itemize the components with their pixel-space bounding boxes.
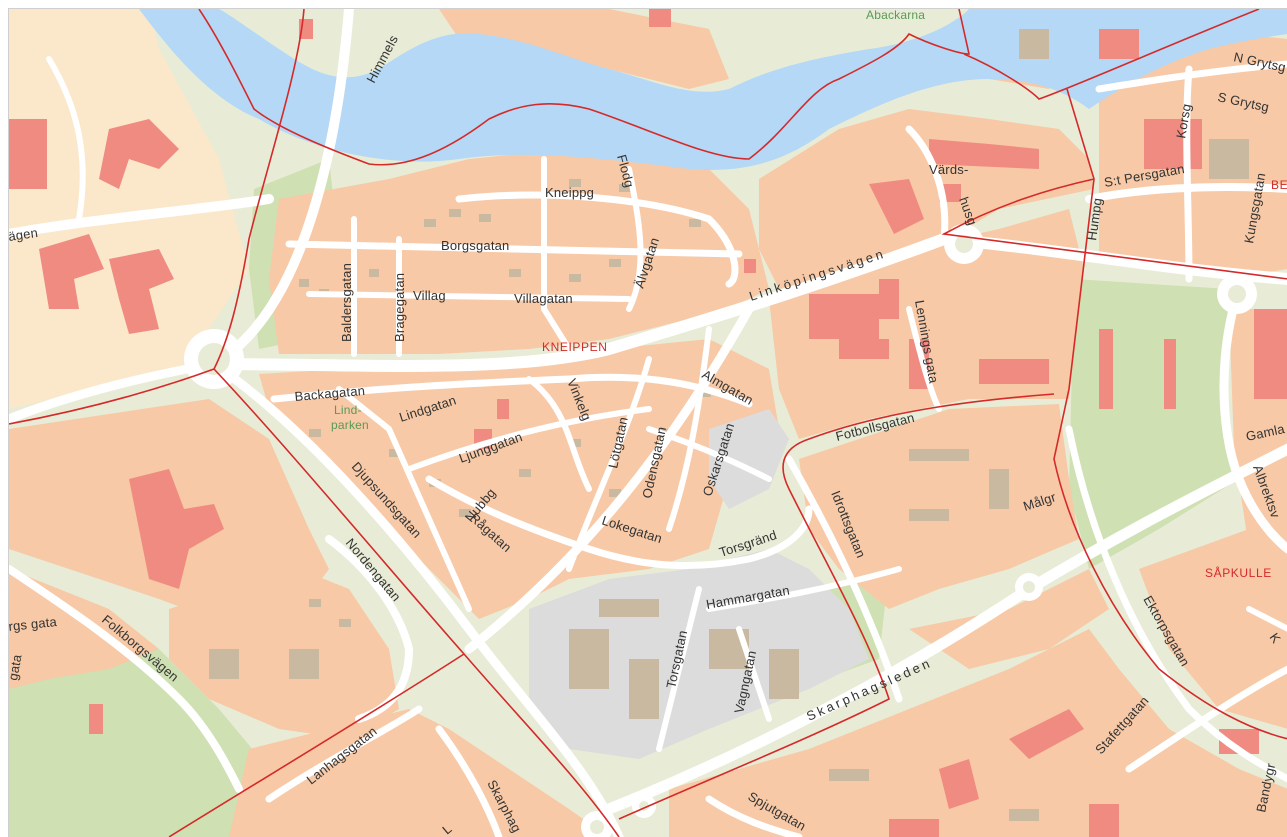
street-label-kneippg: Kneippg [545, 185, 594, 200]
street-label-bragegatan: Bragegatan [392, 273, 407, 342]
map-view[interactable]: KNEIPPEN SÅPKULLE BE Lind- parken Abacka… [8, 8, 1287, 837]
street-label-korsg: Korsg [1173, 102, 1194, 139]
park-bottom-left [9, 649, 269, 837]
park-label-parken: parken [331, 418, 369, 432]
roundabouts [184, 224, 1257, 837]
river [139, 9, 1287, 170]
area-label-abackarna: Abackarna [866, 9, 925, 22]
area-label-sapkullen: SÅPKULLE [1205, 565, 1272, 580]
street-label-vagen-left: ägen [9, 225, 39, 244]
street-label-backagatan: Backagatan [294, 383, 366, 404]
street-label-humpg: Humpg [1084, 197, 1105, 242]
district-boundaries [9, 9, 1287, 837]
street-label-vards: Värds- [929, 162, 969, 177]
area-label-be: BE [1271, 178, 1287, 192]
street-label-baldersgatan: Baldersgatan [339, 263, 354, 342]
area-label-kneippen: KNEIPPEN [542, 340, 608, 354]
street-label-gata: gata [9, 653, 25, 682]
street-label-villagatan: Villagatan [514, 291, 573, 306]
street-label-borgsgatan: Borgsgatan [441, 238, 510, 253]
street-label-villag: Villag [413, 288, 446, 303]
street-label-rgs-gata: rgs gata [9, 614, 58, 634]
park-label-lind: Lind- [334, 403, 362, 417]
map-canvas[interactable]: KNEIPPEN SÅPKULLE BE Lind- parken Abacka… [9, 9, 1287, 837]
road-network [9, 9, 1287, 837]
